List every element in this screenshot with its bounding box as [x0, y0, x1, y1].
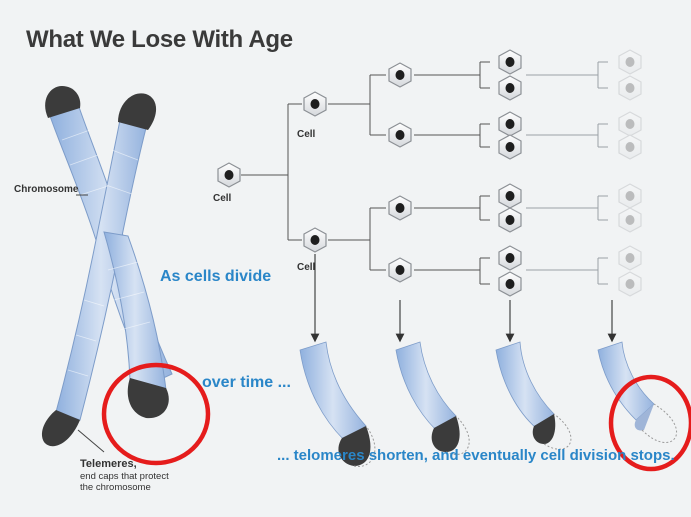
as-cells-divide-label: As cells divide — [160, 268, 271, 286]
chromosome-segment-3 — [496, 342, 571, 449]
chromosome-label: Chromosome — [14, 184, 78, 195]
cell-icon-root — [218, 163, 240, 187]
over-time-label: over time ... — [202, 374, 291, 392]
cell-label-lower: Cell — [297, 262, 315, 273]
telomere-pointer — [78, 430, 104, 452]
cell-label-root: Cell — [213, 193, 231, 204]
cell-icon-gen4 — [499, 50, 521, 296]
page-title: What We Lose With Age — [26, 26, 293, 54]
telomeres-desc-2: the chromosome — [80, 482, 151, 493]
cell-icon-gen2 — [304, 92, 326, 252]
cell-icon-gen5-faded — [619, 50, 641, 296]
telomeres-title: Telemeres, — [80, 458, 137, 470]
cell-label-upper: Cell — [297, 129, 315, 140]
arrow-down-icon — [315, 254, 612, 338]
chromosome-segment-2 — [396, 342, 469, 454]
telomeres-desc-1: end caps that protect — [80, 471, 169, 482]
cell-icon-gen3 — [389, 63, 411, 282]
division-tree — [241, 62, 608, 284]
conclusion-label: ... telomeres shorten, and eventually ce… — [277, 447, 675, 464]
